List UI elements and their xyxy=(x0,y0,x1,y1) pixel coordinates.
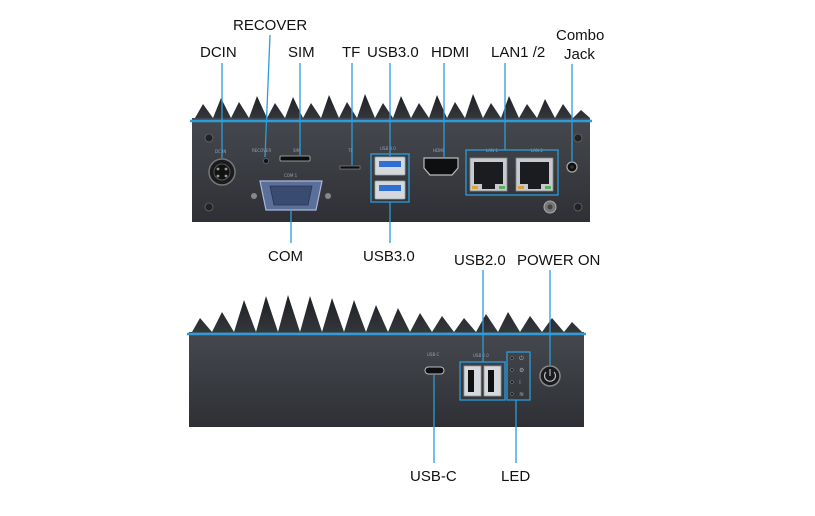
chassis-body-bottom xyxy=(189,332,584,427)
lan1-port xyxy=(469,157,508,192)
label-lan: LAN1 /2 xyxy=(491,44,545,61)
recover-button xyxy=(263,158,269,164)
heatsink-fins-top xyxy=(195,94,590,118)
silk-dcin: DC IN xyxy=(215,149,226,154)
led-wifi-icon: ≋ xyxy=(519,391,524,398)
silk-recover: RECOVER xyxy=(252,148,271,153)
silk-tf: TF xyxy=(347,148,353,153)
callout-labels: DCIN RECOVER SIM TF USB3.0 HDMI LAN1 /2 … xyxy=(200,17,604,485)
hdmi-port xyxy=(423,157,459,176)
silk-usbc: USB-C xyxy=(427,352,440,357)
screw-icon xyxy=(573,202,583,212)
power-icon xyxy=(543,371,557,382)
heatsink-fins-bottom xyxy=(192,295,582,332)
label-dcin: DCIN xyxy=(200,44,237,61)
silk-hdmi: HDMI xyxy=(433,148,444,153)
silk-sim: SIM xyxy=(293,148,301,153)
front-panel-bottom: USB-C USB 2.0 ⏻ ⚙ ⁞ ≋ xyxy=(187,295,586,427)
label-com: COM xyxy=(268,248,303,265)
label-usb30-top: USB3.0 xyxy=(367,44,419,61)
led-power-icon: ⏻ xyxy=(519,355,524,362)
label-hdmi: HDMI xyxy=(431,44,469,61)
silk-com1: COM 1 xyxy=(284,173,298,178)
usbc-port xyxy=(424,366,445,375)
led-signal-icon: ⁞ xyxy=(519,379,521,386)
led-indicators: ⏻ ⚙ ⁞ ≋ xyxy=(510,355,524,398)
screw-icon xyxy=(573,133,583,143)
led-disk-icon: ⚙ xyxy=(519,367,524,374)
label-usb30-bottom: USB3.0 xyxy=(363,248,415,265)
screw-icon xyxy=(204,202,214,212)
label-combo-line2: Jack xyxy=(564,46,595,63)
label-combo-line1: Combo xyxy=(556,27,604,44)
screw-icon xyxy=(204,133,214,143)
tf-slot xyxy=(339,165,361,170)
label-recover: RECOVER xyxy=(233,17,307,34)
label-power-on: POWER ON xyxy=(517,252,600,269)
leader-lines xyxy=(221,34,573,463)
label-usb20: USB2.0 xyxy=(454,252,506,269)
usb20-ports xyxy=(463,365,502,397)
label-usbc: USB-C xyxy=(410,468,457,485)
silk-usb30: USB 3.0 xyxy=(380,146,396,151)
label-tf: TF xyxy=(342,44,360,61)
silk-usb20: USB 2.0 xyxy=(473,353,489,358)
front-panel-top: DC IN RECOVER SIM COM 1 TF USB 3.0 HDMI … xyxy=(190,94,592,222)
label-led: LED xyxy=(501,468,530,485)
sim-slot xyxy=(279,155,311,162)
label-sim: SIM xyxy=(288,44,315,61)
lan2-port xyxy=(515,157,554,192)
